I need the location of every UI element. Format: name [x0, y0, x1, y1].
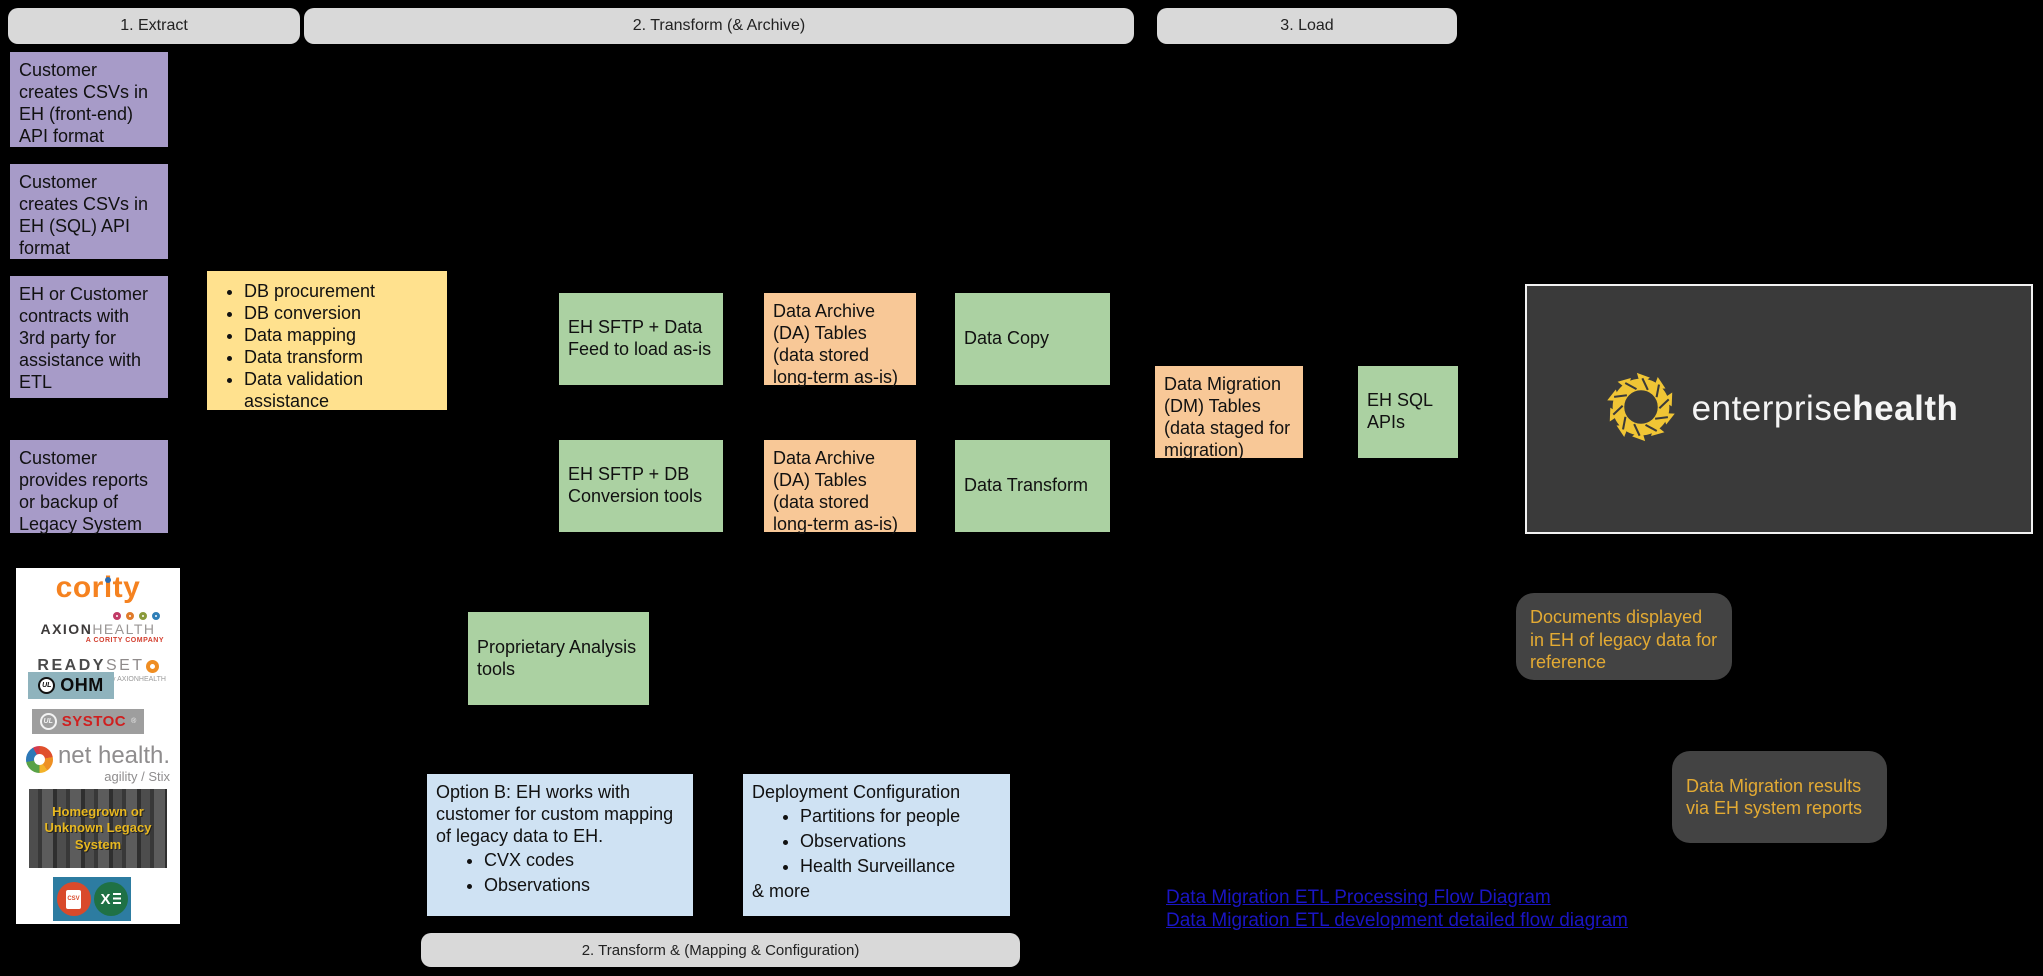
green-box-sftp-data-feed: EH SFTP + Data Feed to load as-is: [559, 293, 723, 385]
stage-button-load-label: 3. Load: [1280, 17, 1334, 34]
ready-bold: READY: [37, 657, 106, 674]
blue-box-option-b: Option B: EH works with customer for cus…: [427, 774, 693, 916]
green-box-data-copy: Data Copy: [955, 293, 1110, 385]
stage-button-transform-archive-label: 2. Transform (& Archive): [632, 17, 806, 34]
ul-icon: UL: [38, 677, 56, 694]
enterprisehealth-logo-icon: [1600, 366, 1682, 453]
excel-icon: X: [93, 882, 128, 916]
systoc-label: SYSTOC: [61, 713, 127, 730]
orange-box-data-archive-1-text: Data Archive (DA) Tables (data stored lo…: [773, 301, 899, 387]
green-box-data-transform-text: Data Transform: [964, 475, 1089, 496]
orange-box-data-migration-tables-text: Data Migration (DM) Tables (data staged …: [1164, 374, 1291, 460]
ohm-logo: UL OHM: [28, 672, 114, 699]
yellow-box-assistance-list: DB procurement DB conversion Data mappin…: [207, 271, 447, 413]
deployment-item: Observations: [800, 831, 1001, 853]
nethealth-logo: net health. agility / Stix: [16, 744, 180, 784]
enterprisehealth-wordmark: enterprisehealth: [1692, 389, 1959, 429]
brand-health: health: [1852, 389, 1959, 428]
purple-box-reports-backup: Customer provides reports or backup of L…: [10, 440, 168, 534]
assistance-item: DB conversion: [244, 303, 438, 325]
deployment-configuration-list: Partitions for people Observations Healt…: [752, 806, 1001, 878]
ready-light: SET: [105, 657, 145, 674]
ohm-label: OHM: [60, 675, 104, 695]
option-b-item: CVX codes: [484, 850, 684, 872]
axionhealth-dots-icon: [16, 612, 180, 620]
assistance-item: Data transform: [244, 347, 438, 369]
readyset-o-icon: [145, 659, 159, 673]
green-box-sftp-db-conversion: EH SFTP + DB Conversion tools: [559, 440, 723, 532]
blue-box-deployment-configuration: Deployment Configuration Partitions for …: [743, 774, 1010, 916]
callout-migration-results-text: Data Migration results via EH system rep…: [1686, 775, 1863, 819]
csv-file-icon: CSV: [56, 882, 91, 916]
axion-tagline: A CORITY COMPANY: [85, 637, 164, 644]
option-b-item: Observations: [484, 875, 684, 897]
blue-box-option-b-text: Option B: EH works with customer for cus…: [436, 782, 674, 846]
green-box-proprietary-analysis: Proprietary Analysis tools: [468, 612, 649, 705]
brand-enterprise: enterprise: [1691, 389, 1853, 428]
stage-button-transform-mapping-label: 2. Transform & (Mapping & Configuration): [581, 941, 860, 959]
callout-documents-displayed-text: Documents displayed in EH of legacy data…: [1530, 607, 1718, 672]
green-box-sftp-data-feed-text: EH SFTP + Data Feed to load as-is: [568, 317, 712, 359]
green-box-data-copy-text: Data Copy: [964, 328, 1050, 349]
assistance-item: Data validation assistance: [244, 369, 438, 413]
deployment-configuration-title: Deployment Configuration: [752, 782, 961, 802]
orange-box-data-archive-1: Data Archive (DA) Tables (data stored lo…: [764, 293, 916, 387]
orange-box-data-archive-2: Data Archive (DA) Tables (data stored lo…: [764, 440, 916, 534]
green-box-data-transform: Data Transform: [955, 440, 1110, 532]
link-etl-development-detailed-flow-diagram[interactable]: Data Migration ETL development detailed …: [1166, 910, 1628, 932]
assistance-item: DB procurement: [244, 281, 438, 303]
axion-light: HEALTH: [92, 621, 156, 637]
nethealth-swirl-icon: [25, 746, 53, 773]
systoc-logo: UL SYSTOC ®: [32, 709, 144, 734]
deployment-item: Health Surveillance: [800, 856, 1001, 878]
purple-box-reports-backup-text: Customer provides reports or backup of L…: [19, 448, 149, 534]
green-box-proprietary-analysis-text: Proprietary Analysis tools: [477, 636, 637, 679]
callout-documents-displayed: Documents displayed in EH of legacy data…: [1516, 593, 1732, 680]
stage-button-load: 3. Load: [1157, 8, 1457, 44]
deployment-footer: & more: [752, 880, 811, 901]
purple-box-csv-sql-text: Customer creates CSVs in EH (SQL) API fo…: [19, 172, 149, 258]
homegrown-legacy-system-image: Homegrown or Unknown Legacy System: [29, 789, 167, 868]
systoc-registered-mark: ®: [131, 718, 137, 725]
axion-bold: AXION: [40, 621, 93, 637]
diagram-links: Data Migration ETL Processing Flow Diagr…: [1166, 886, 1628, 932]
purple-box-3rd-party-etl: EH or Customer contracts with 3rd party …: [10, 276, 168, 398]
purple-box-csv-sql: Customer creates CSVs in EH (SQL) API fo…: [10, 164, 168, 259]
csv-excel-icons-strip: CSV X: [53, 877, 131, 921]
homegrown-legacy-system-caption: Homegrown or Unknown Legacy System: [44, 804, 152, 852]
callout-migration-results: Data Migration results via EH system rep…: [1672, 751, 1887, 843]
option-b-list: CVX codes Observations: [436, 850, 684, 897]
purple-box-csv-frontend-text: Customer creates CSVs in EH (front-end) …: [19, 60, 149, 146]
stage-button-extract-label: 1. Extract: [120, 17, 188, 34]
green-box-eh-sql-apis: EH SQL APIs: [1358, 366, 1458, 458]
stage-button-extract: 1. Extract: [8, 8, 300, 44]
purple-box-csv-frontend: Customer creates CSVs in EH (front-end) …: [10, 52, 168, 147]
axionhealth-logo: AXIONHEALTH A CORITY COMPANY: [16, 612, 180, 644]
enterprisehealth-brand-panel: enterprisehealth: [1525, 284, 2033, 534]
green-box-eh-sql-apis-text: EH SQL APIs: [1367, 390, 1433, 432]
nethealth-sub-label: agility / Stix: [104, 769, 171, 784]
stage-button-transform-archive: 2. Transform (& Archive): [304, 8, 1134, 44]
stage-button-transform-mapping: 2. Transform & (Mapping & Configuration): [421, 933, 1020, 967]
link-etl-processing-flow-diagram[interactable]: Data Migration ETL Processing Flow Diagr…: [1166, 887, 1551, 908]
legacy-systems-panel: cority AXIONHEALTH A CORITY COMPANY READ…: [16, 568, 180, 924]
purple-box-3rd-party-etl-text: EH or Customer contracts with 3rd party …: [19, 284, 149, 392]
orange-box-data-migration-tables: Data Migration (DM) Tables (data staged …: [1155, 366, 1303, 460]
assistance-item: Data mapping: [244, 325, 438, 347]
cority-i-dot-icon: [105, 577, 111, 583]
green-box-sftp-db-conversion-text: EH SFTP + DB Conversion tools: [568, 464, 703, 506]
assistance-list: DB procurement DB conversion Data mappin…: [216, 281, 438, 413]
ul-icon: UL: [39, 713, 57, 730]
nethealth-label: net health.: [57, 742, 171, 769]
cority-logo: cority: [55, 571, 141, 604]
deployment-item: Partitions for people: [800, 806, 1001, 828]
orange-box-data-archive-2-text: Data Archive (DA) Tables (data stored lo…: [773, 448, 899, 534]
